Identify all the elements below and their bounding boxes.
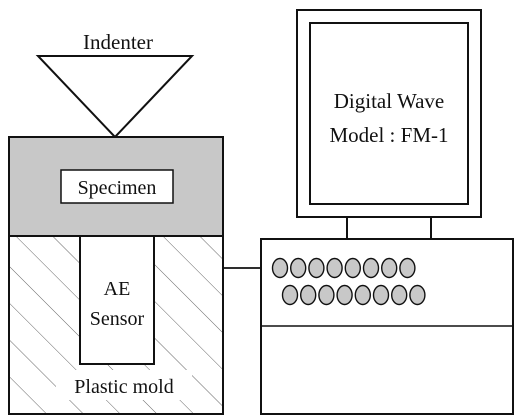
indicator-light: [409, 284, 426, 306]
ae-sensor-body: [79, 235, 155, 365]
monitor-screen: [309, 22, 469, 205]
indicator-light: [308, 257, 325, 279]
ae-sensor: AE Sensor: [79, 235, 155, 365]
monitor-label-line2: Model : FM-1: [329, 123, 448, 147]
indenter: Indenter: [35, 30, 195, 139]
indicator-light: [281, 284, 299, 306]
indicator-light: [399, 257, 416, 279]
indicator-lights-row-1: [271, 257, 416, 279]
indicator-light: [344, 257, 361, 279]
monitor: Digital Wave Model : FM-1: [296, 9, 482, 239]
indicator-light: [290, 257, 307, 279]
indicator-light: [326, 257, 343, 279]
indicator-light: [381, 257, 398, 279]
specimen-label: Specimen: [78, 177, 157, 199]
indicator-light: [271, 257, 289, 279]
indicator-light: [372, 284, 390, 306]
ae-sensor-label-line1: AE: [104, 278, 131, 300]
specimen-label-box: [60, 169, 174, 204]
plastic-mold-label: Plastic mold: [74, 376, 173, 398]
indicator-light: [354, 284, 371, 306]
monitor-label-line1: Digital Wave: [334, 89, 444, 113]
indenter-label: Indenter: [83, 30, 153, 54]
indicator-light: [336, 284, 353, 306]
instrument-unit: [260, 238, 514, 415]
indicator-light: [362, 257, 380, 279]
mold-label-box: [56, 370, 192, 400]
indicator-lights-row-2: [281, 284, 426, 306]
indenter-shape: [35, 55, 195, 139]
specimen: Specimen: [8, 136, 224, 237]
indicator-light: [391, 284, 408, 306]
indicator-light: [318, 284, 335, 306]
ae-sensor-label-line2: Sensor: [90, 308, 145, 330]
indicator-light: [300, 284, 317, 306]
